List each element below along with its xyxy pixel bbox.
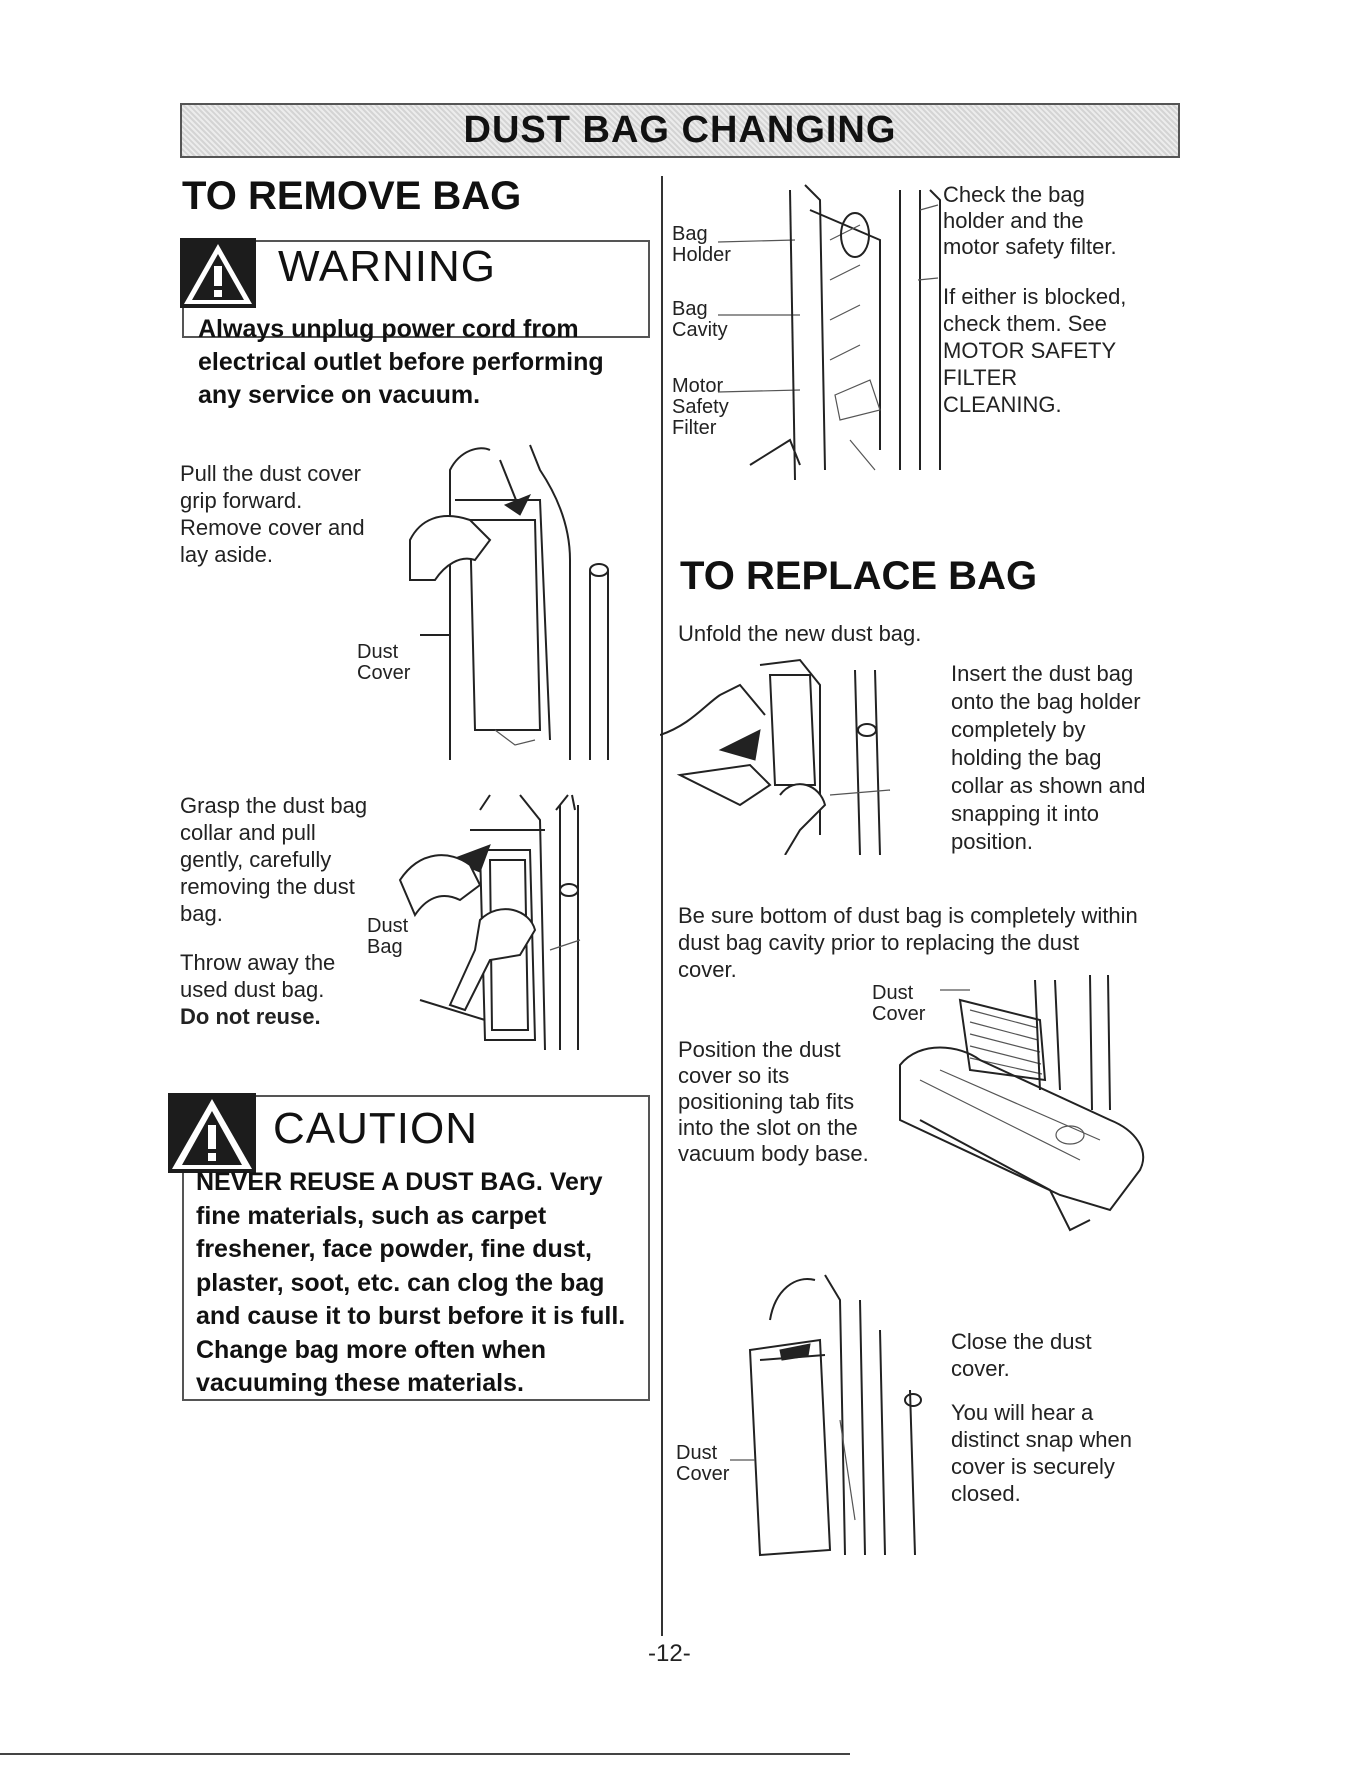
dust-bag-label: Dust Bag	[367, 915, 409, 958]
bag-holder-label: Bag Holder	[672, 223, 731, 266]
bag-holder-illustration	[717, 184, 941, 480]
motor-filter-label: Motor Safety Filter	[672, 375, 729, 439]
page-number: -12-	[648, 1640, 691, 1667]
check-holder-text: Check the bag holder and the motor safet…	[943, 182, 1117, 259]
close-cover-text: Close the dust cover.	[951, 1329, 1092, 1381]
remove-bag-heading: TO REMOVE BAG	[182, 174, 522, 218]
caution-box	[182, 1095, 650, 1401]
caution-text: NEVER REUSE A DUST BAG. Very fine materi…	[196, 1168, 626, 1397]
close-dust-cover-label: Dust Cover	[676, 1442, 730, 1485]
close-cover-illustration	[730, 1274, 922, 1557]
page-title: DUST BAG CHANGING	[463, 109, 897, 151]
insert-bag-text: Insert the dust bag onto the bag holder …	[951, 661, 1146, 854]
check-blocked-text: If either is blocked, check them. See MO…	[943, 284, 1127, 417]
remove-cover-illustration	[409, 444, 609, 760]
position-cover-text: Position the dust cover so its positioni…	[678, 1037, 869, 1166]
remove-bag-illustration	[398, 794, 581, 1051]
warning-top-rule	[254, 240, 650, 242]
title-banner: DUST BAG CHANGING	[180, 103, 1180, 158]
warning-triangle-icon	[180, 238, 256, 308]
be-sure-text: Be sure bottom of dust bag is completely…	[678, 903, 1138, 982]
warning-title: WARNING	[278, 242, 497, 291]
replace-bag-heading: TO REPLACE BAG	[680, 554, 1038, 598]
bag-cavity-label: Bag Cavity	[672, 298, 728, 341]
warning-text: Always unplug power cord from electrical…	[198, 315, 604, 409]
unfold-text: Unfold the new dust bag.	[678, 621, 922, 646]
pull-cover-instructions: Pull the dust cover grip forward. Remove…	[180, 461, 365, 567]
grasp-bag-instructions: Grasp the dust bag collar and pull gentl…	[180, 793, 368, 926]
bottom-rule	[0, 1753, 850, 1755]
column-divider	[661, 176, 663, 1636]
throw-away-instructions: Throw away the used dust bag. Do not reu…	[180, 949, 380, 1030]
caution-top-rule	[254, 1095, 650, 1097]
do-not-reuse-text: Do not reuse.	[180, 1004, 321, 1029]
insert-bag-illustration	[660, 658, 891, 855]
snap-text: You will hear a distinct snap when cover…	[951, 1400, 1132, 1506]
position-dust-cover-label: Dust Cover	[872, 982, 926, 1025]
caution-title: CAUTION	[273, 1104, 478, 1153]
position-cover-illustration	[899, 974, 1145, 1232]
caution-triangle-icon	[168, 1093, 256, 1173]
dust-cover-label: Dust Cover	[357, 641, 411, 684]
